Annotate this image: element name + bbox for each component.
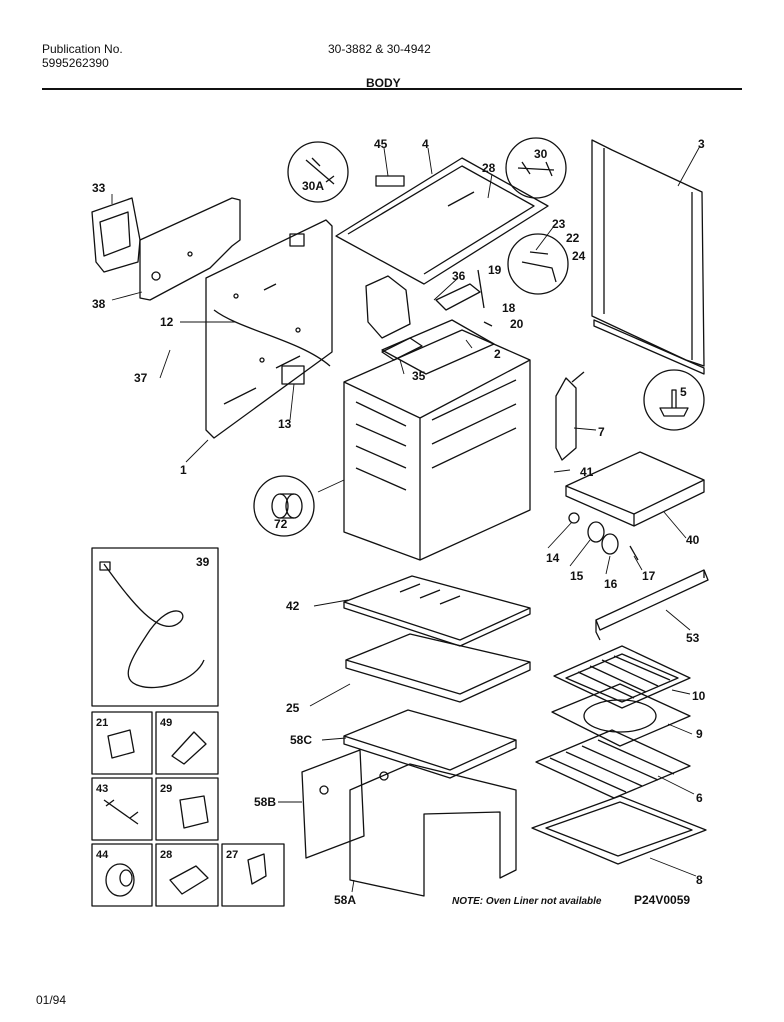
label-7: 7: [598, 425, 605, 439]
part-6-oven-rack: [535, 729, 691, 799]
detail-30-circle: [505, 137, 567, 199]
part-20-screw: [483, 321, 493, 327]
label-8: 8: [696, 873, 703, 887]
label-33: 33: [92, 181, 106, 195]
label-42: 42: [286, 599, 300, 613]
label-23: 23: [552, 217, 566, 231]
label-28: 28: [482, 161, 496, 175]
box-43: [91, 777, 153, 841]
box-49: [155, 711, 219, 775]
part-9-broil-pan: [551, 683, 691, 747]
part-58b-liner-side: [301, 749, 365, 859]
leader-lines: [111, 145, 701, 893]
label-28-clip: 28: [160, 849, 172, 861]
label-43: 43: [96, 783, 108, 795]
label-53: 53: [686, 631, 700, 645]
part-42-bottom-panel: [343, 575, 531, 647]
label-2: 2: [494, 347, 501, 361]
label-29: 29: [160, 783, 172, 795]
label-5: 5: [680, 385, 687, 399]
part-33-bracket: [91, 197, 141, 273]
part-58a-liner-body: [349, 763, 517, 897]
label-39: 39: [196, 555, 210, 569]
label-30: 30: [534, 147, 548, 161]
box-27: [221, 843, 285, 907]
header-rule: [42, 88, 742, 90]
label-27: 27: [226, 849, 238, 861]
label-36: 36: [452, 269, 466, 283]
part-14-bushing: [568, 512, 580, 524]
part-4-top-panel: [335, 157, 549, 285]
label-12: 12: [160, 315, 174, 329]
label-16: 16: [604, 577, 618, 591]
part-7-elements: [555, 371, 585, 461]
detail-30a-circle: [287, 141, 349, 203]
part-36-vent-duct: [365, 275, 411, 339]
label-72: 72: [274, 517, 288, 531]
label-22: 22: [566, 231, 580, 245]
label-19: 19: [488, 263, 502, 277]
label-25: 25: [286, 701, 300, 715]
label-37: 37: [134, 371, 148, 385]
detail-5-leveler: [643, 369, 705, 431]
part-2-trim: [381, 319, 495, 375]
label-41: 41: [580, 465, 594, 479]
label-4: 4: [422, 137, 429, 151]
part-1-rear-panel: [205, 219, 333, 439]
publication-number: 5995262390: [42, 56, 109, 70]
part-40-panel: [565, 451, 705, 527]
label-1: 1: [180, 463, 187, 477]
box-44: [91, 843, 153, 907]
label-13: 13: [278, 417, 292, 431]
part-10-broil-grid: [553, 645, 691, 709]
part-3-side-panel: [591, 139, 705, 375]
publication-label: Publication No.: [42, 42, 123, 56]
box-29: [155, 777, 219, 841]
label-45: 45: [374, 137, 388, 151]
part-17-screw: [629, 545, 639, 561]
box-21: [91, 711, 153, 775]
part-38-back-panel: [139, 197, 241, 301]
label-9: 9: [696, 727, 703, 741]
label-18: 18: [502, 301, 516, 315]
box-39-power-cord: [91, 547, 219, 707]
label-44: 44: [96, 849, 109, 861]
part-18-switch: [435, 283, 481, 311]
part-35-vent: [381, 337, 423, 361]
detail-23-circle: [507, 233, 569, 295]
label-40: 40: [686, 533, 700, 547]
label-58c: 58C: [290, 733, 312, 747]
part-19-rod: [477, 269, 485, 309]
liner-note: NOTE: Oven Liner not available: [452, 896, 602, 907]
box-28-clip: [155, 843, 219, 907]
label-15: 15: [570, 569, 584, 583]
model-numbers: 30-3882 & 30-4942: [328, 42, 431, 56]
label-20: 20: [510, 317, 524, 331]
oven-body: [343, 329, 531, 561]
label-58a: 58A: [334, 893, 356, 907]
part-8-oven-tray: [531, 795, 707, 865]
label-38: 38: [92, 297, 106, 311]
part-15-knob: [587, 521, 605, 543]
label-3: 3: [698, 137, 705, 151]
label-10: 10: [692, 689, 706, 703]
part-25-bottom-panel: [345, 633, 531, 703]
label-30a: 30A: [302, 179, 324, 193]
part-16-knob: [601, 533, 619, 555]
label-35: 35: [412, 369, 426, 383]
drawing-code: P24V0059: [634, 893, 690, 907]
label-14: 14: [546, 551, 560, 565]
section-title: BODY: [366, 76, 401, 90]
label-6: 6: [696, 791, 703, 805]
label-21: 21: [96, 717, 108, 729]
label-49: 49: [160, 717, 172, 729]
label-17: 17: [642, 569, 656, 583]
part-58c-liner-top: [343, 709, 517, 779]
revision-date: 01/94: [36, 993, 67, 1007]
label-24: 24: [572, 249, 586, 263]
label-58b: 58B: [254, 795, 276, 809]
part-53-rail: [595, 569, 709, 641]
detail-72-circle: [253, 475, 315, 537]
